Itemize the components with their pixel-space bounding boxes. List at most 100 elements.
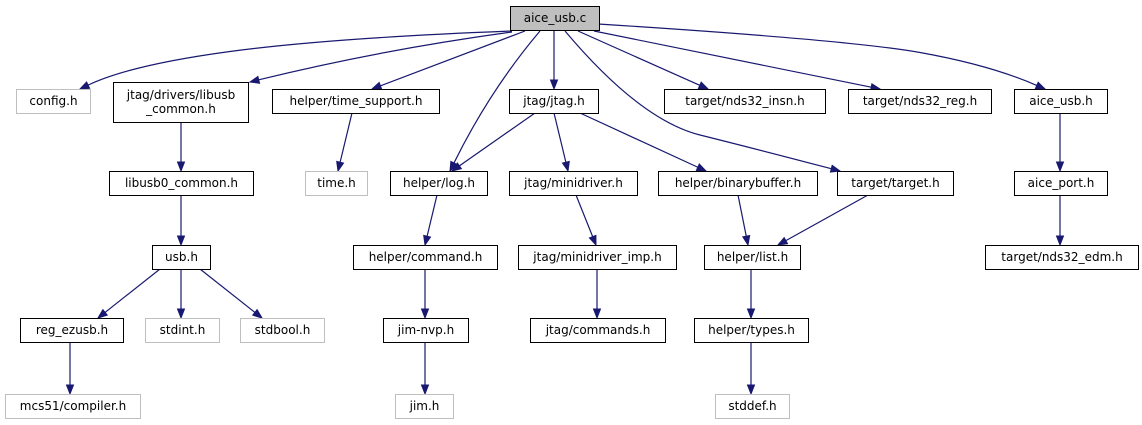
edge-usb-h-to-stdint-h	[176, 269, 186, 320]
node-box	[272, 89, 440, 114]
node-label: jim-nvp.h	[397, 323, 454, 337]
node-label: target/nds32_edm.h	[1001, 250, 1122, 264]
node-box	[383, 318, 469, 343]
node-box	[694, 318, 809, 343]
edge-aice-usb-c-to-libusb-common-h	[248, 31, 513, 84]
node-label: helper/command.h	[369, 250, 483, 264]
node-label: stdint.h	[160, 323, 206, 337]
node-label: aice_usb.c	[524, 11, 587, 25]
node-box	[715, 394, 790, 419]
node-label: jtag/minidriver_imp.h	[532, 250, 661, 264]
node-binarybuffer-h[interactable]: helper/binarybuffer.h	[658, 171, 818, 196]
node-box	[5, 394, 141, 419]
node-label: config.h	[29, 94, 77, 108]
edge-binarybuffer-h-to-list-h	[737, 194, 751, 247]
node-box	[353, 245, 498, 270]
node-label: jtag/minidriver.h	[523, 176, 623, 190]
node-time-support-h[interactable]: helper/time_support.h	[272, 89, 440, 114]
edge-minidriver-imp-h-to-commands-h	[592, 269, 602, 320]
node-reg-ezusb-h[interactable]: reg_ezusb.h	[20, 318, 124, 343]
edge-aice-usb-c-to-nds32-insn-h	[577, 30, 710, 90]
node-box	[390, 171, 488, 196]
node-libusb-common-h[interactable]: jtag/drivers/libusb_common.h	[113, 82, 249, 123]
edge-line	[380, 30, 526, 87]
node-label: libusb0_common.h	[125, 176, 238, 190]
node-minidriver-imp-h[interactable]: jtag/minidriver_imp.h	[518, 245, 677, 270]
node-label: stddef.h	[728, 399, 776, 413]
edge-minidriver-h-to-minidriver-imp-h	[575, 194, 597, 247]
node-nds32-insn-h[interactable]: target/nds32_insn.h	[664, 89, 826, 114]
node-label: helper/list.h	[717, 250, 788, 264]
edge-target-h-to-list-h	[776, 194, 869, 246]
edge-line	[577, 30, 701, 86]
node-box	[305, 171, 368, 196]
edge-line	[453, 30, 541, 164]
node-box	[109, 171, 254, 196]
node-box	[113, 82, 249, 123]
node-command-h[interactable]: helper/command.h	[353, 245, 498, 270]
arrow-head-icon	[592, 308, 602, 320]
edge-line	[575, 194, 594, 237]
edge-line	[785, 194, 869, 242]
node-log-h[interactable]: helper/log.h	[390, 171, 488, 196]
node-label: jim.h	[409, 399, 440, 413]
node-box	[1014, 89, 1108, 114]
node-label: usb.h	[165, 250, 198, 264]
node-types-h[interactable]: helper/types.h	[694, 318, 809, 343]
node-label: helper/log.h	[403, 176, 475, 190]
edge-jtag-h-to-binarybuffer-h	[579, 112, 708, 172]
arrow-head-icon	[561, 160, 570, 173]
node-minidriver-h[interactable]: jtag/minidriver.h	[509, 171, 638, 196]
node-label: helper/types.h	[708, 323, 795, 337]
edge-jtag-h-to-minidriver-h	[553, 112, 570, 173]
node-box	[152, 245, 211, 270]
edge-libusb0-common-h-to-usb-h	[176, 195, 186, 247]
node-label: stdbool.h	[255, 323, 311, 337]
node-jim-nvp-h[interactable]: jim-nvp.h	[383, 318, 469, 343]
node-label: target/nds32_reg.h	[863, 94, 977, 108]
edge-types-h-to-stddef-h	[746, 342, 756, 396]
node-nds32-edm-h[interactable]: target/nds32_edm.h	[985, 245, 1139, 270]
arrow-head-icon	[746, 308, 756, 320]
node-list-h[interactable]: helper/list.h	[704, 245, 801, 270]
node-box	[395, 394, 454, 419]
edge-line	[737, 194, 747, 237]
node-nds32-reg-h[interactable]: target/nds32_reg.h	[848, 89, 992, 114]
arrow-head-icon	[420, 308, 430, 320]
node-box	[16, 89, 91, 114]
edge-line	[579, 112, 699, 168]
edge-line	[199, 268, 256, 313]
node-box	[509, 171, 638, 196]
node-libusb0-common-h[interactable]: libusb0_common.h	[109, 171, 254, 196]
arrow-head-icon	[176, 235, 186, 247]
edge-line	[459, 112, 536, 167]
node-usb-h[interactable]: usb.h	[152, 245, 211, 270]
arrow-head-icon	[450, 162, 463, 172]
node-box	[704, 245, 801, 270]
arrow-head-icon	[1055, 235, 1065, 247]
edge-line	[426, 194, 438, 237]
edge-command-h-to-jim-nvp-h	[420, 269, 430, 320]
node-box	[848, 89, 992, 114]
node-aice-usb-h[interactable]: aice_usb.h	[1014, 89, 1108, 114]
edge-aice-usb-c-to-target-h	[564, 30, 842, 173]
edge-aice-usb-c-to-config-h	[78, 30, 513, 90]
edge-line	[339, 112, 353, 163]
node-label: mcs51/compiler.h	[20, 399, 126, 413]
node-label: time.h	[317, 176, 356, 190]
node-label: jtag/jtag.h	[522, 94, 584, 108]
edge-jim-nvp-h-to-jim-h	[420, 342, 430, 396]
arrow-head-icon	[251, 308, 264, 319]
node-aice-port-h[interactable]: aice_port.h	[1014, 171, 1108, 196]
edge-line	[597, 23, 1037, 86]
node-box	[985, 245, 1139, 270]
node-label: helper/time_support.h	[290, 94, 423, 108]
node-target-h[interactable]: target/target.h	[837, 171, 954, 196]
node-commands-h[interactable]: jtag/commands.h	[530, 318, 666, 343]
node-jtag-h[interactable]: jtag/jtag.h	[509, 89, 599, 114]
node-aice-usb-c[interactable]: aice_usb.c	[510, 6, 600, 31]
edge-line	[258, 31, 513, 81]
arrow-head-icon	[549, 79, 559, 91]
node-box	[658, 171, 818, 196]
